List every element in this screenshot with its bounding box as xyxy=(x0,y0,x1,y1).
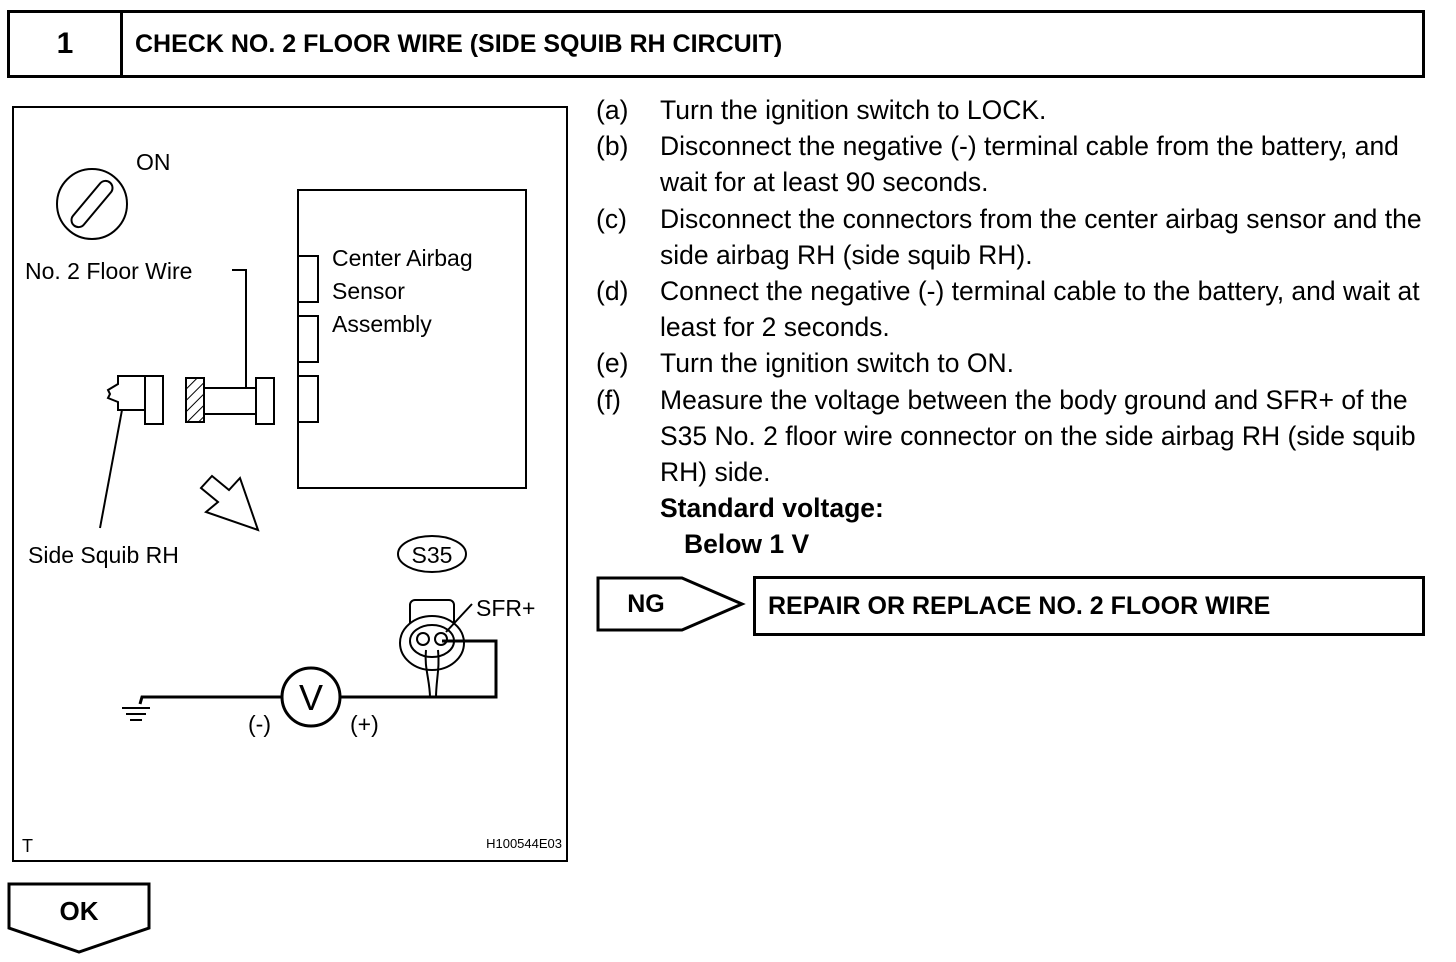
step-header: 1 CHECK NO. 2 FLOOR WIRE (SIDE SQUIB RH … xyxy=(7,10,1425,78)
connector-code-label: S35 xyxy=(412,542,453,568)
sensor-connector-1 xyxy=(297,255,319,303)
corner-mark: T xyxy=(22,836,33,856)
step-title: CHECK NO. 2 FLOOR WIRE (SIDE SQUIB RH CI… xyxy=(135,29,783,58)
step-a: (a) Turn the ignition switch to LOCK. xyxy=(596,92,1436,128)
ng-arrow[interactable]: NG xyxy=(596,574,748,634)
step-text: Connect the negative (-) terminal cable … xyxy=(660,276,1420,343)
sensor-connector-3 xyxy=(297,375,319,423)
step-text: Disconnect the connectors from the cente… xyxy=(660,203,1422,270)
step-label: (a) xyxy=(596,95,629,125)
center-airbag-sensor-box xyxy=(297,189,527,489)
step-c: (c) Disconnect the connectors from the c… xyxy=(596,201,1436,273)
ok-arrow-shape xyxy=(7,882,151,954)
ok-arrow[interactable]: OK xyxy=(6,882,152,954)
voltmeter-symbol: V xyxy=(299,677,323,718)
voltmeter-icon: V xyxy=(280,666,342,728)
step-text: Turn the ignition switch to ON. xyxy=(660,348,1014,379)
ignition-switch-icon xyxy=(56,168,128,240)
step-label: (f) xyxy=(596,384,622,415)
ground-icon xyxy=(122,707,150,721)
sensor-label-line3: Assembly xyxy=(332,311,432,337)
positive-lead xyxy=(340,639,498,699)
plus-label: (+) xyxy=(350,711,379,737)
ng-result-box: REPAIR OR REPLACE NO. 2 FLOOR WIRE xyxy=(753,576,1425,636)
step-d: (d) Connect the negative (-) terminal ca… xyxy=(596,273,1436,345)
step-text: Turn the ignition switch to LOCK. xyxy=(660,95,1047,125)
sensor-connector-2 xyxy=(297,315,319,363)
step-text: Measure the voltage between the body gro… xyxy=(660,384,1416,488)
step-text: Disconnect the negative (-) terminal cab… xyxy=(660,131,1399,198)
step-number: 1 xyxy=(10,13,123,75)
connector-icon xyxy=(106,375,275,425)
side-squib-label: Side Squib RH xyxy=(28,542,179,568)
wiring-figure: ON Center Airbag Sensor Assembly No. 2 F… xyxy=(12,106,568,862)
ng-arrow-shape xyxy=(596,576,746,632)
step-label: (b) xyxy=(596,131,629,162)
standard-voltage-label: Standard voltage: xyxy=(660,493,884,524)
floor-wire-leader xyxy=(232,269,247,388)
arrow-icon xyxy=(199,474,260,532)
ignition-on-label: ON xyxy=(136,149,171,175)
step-f: (f) Measure the voltage between the body… xyxy=(596,382,1436,491)
procedure-steps: (a) Turn the ignition switch to LOCK. (b… xyxy=(596,92,1436,563)
step-label: (c) xyxy=(596,203,627,234)
minus-label: (-) xyxy=(248,711,271,737)
connector-code-oval xyxy=(397,535,467,573)
step-b: (b) Disconnect the negative (-) terminal… xyxy=(596,128,1436,200)
figure-diagram: ON Center Airbag Sensor Assembly No. 2 F… xyxy=(22,149,562,856)
step-label: (d) xyxy=(596,276,629,307)
harness-connector-icon xyxy=(399,599,465,699)
figure-id: H100544E03 xyxy=(486,836,562,851)
ok-label: OK xyxy=(59,896,99,926)
sensor-label-line1: Center Airbag xyxy=(332,245,473,271)
ng-label: NG xyxy=(627,589,665,618)
sfr-plus-label: SFR+ xyxy=(476,595,535,621)
floor-wire-label: No. 2 Floor Wire xyxy=(25,258,192,284)
squib-leader xyxy=(99,409,123,529)
step-label: (e) xyxy=(596,348,629,379)
sensor-label-line2: Sensor xyxy=(332,278,405,304)
sfr-leader xyxy=(445,603,473,633)
standard-voltage-value: Below 1 V xyxy=(684,529,810,560)
step-e: (e) Turn the ignition switch to ON. xyxy=(596,345,1436,381)
negative-lead xyxy=(138,695,282,705)
